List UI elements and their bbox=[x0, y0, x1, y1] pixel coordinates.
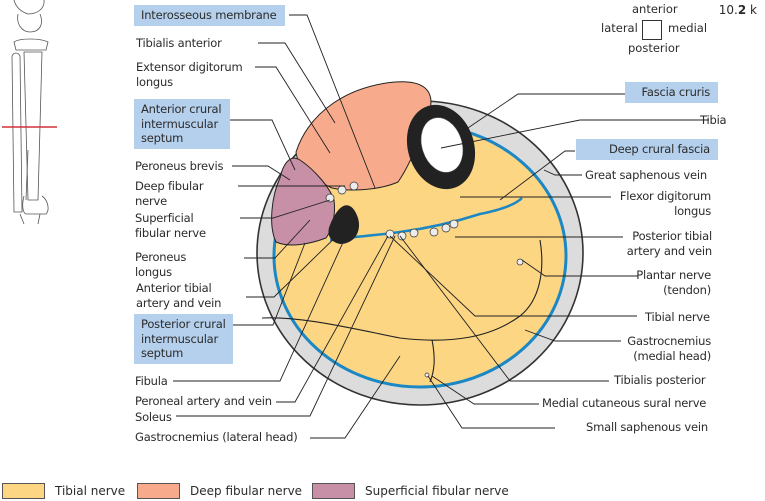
figure-number: 10.2 k bbox=[718, 3, 757, 17]
legend-item-superficial-fibular-nerve: Superficial fibular nerve bbox=[312, 483, 509, 499]
label-gastrocnemius-medial: Gastrocnemius (medial head) bbox=[627, 334, 711, 363]
deep-crural-fascia-shape bbox=[329, 197, 523, 242]
leader-lines bbox=[173, 14, 709, 439]
label-tibia: Tibia bbox=[700, 113, 727, 127]
tibia-marrow bbox=[420, 117, 464, 173]
legend-swatch bbox=[312, 483, 355, 499]
label-tibialis-anterior: Tibialis anterior bbox=[136, 36, 222, 50]
label-plantar-nerve: Plantar nerve (tendon) bbox=[636, 268, 711, 297]
orientation-box bbox=[642, 20, 662, 40]
label-small-saphenous-vein: Small saphenous vein bbox=[586, 420, 708, 434]
orientation-lateral: lateral bbox=[601, 21, 638, 35]
label-peroneus-longus: Peroneus longus bbox=[135, 250, 187, 279]
legend-item-deep-fibular-nerve: Deep fibular nerve bbox=[137, 483, 302, 499]
orientation-posterior: posterior bbox=[628, 41, 680, 55]
label-peroneus-brevis: Peroneus brevis bbox=[135, 159, 224, 173]
label-fascia-cruris: Fascia cruris bbox=[625, 82, 718, 103]
orientation-medial: medial bbox=[668, 21, 708, 35]
label-superficial-fibular-nerve: Superficial fibular nerve bbox=[135, 211, 206, 240]
fibula-shape bbox=[328, 205, 360, 244]
vessels bbox=[325, 181, 524, 378]
legend-swatch bbox=[137, 483, 180, 499]
label-posterior-crural-intermuscular-septum: Posterior crural intermuscular septum bbox=[134, 314, 233, 364]
label-deep-fibular-nerve: Deep fibular nerve bbox=[135, 179, 204, 208]
label-tibial-nerve: Tibial nerve bbox=[645, 310, 710, 324]
label-extensor-digitorum-longus: Extensor digitorum longus bbox=[136, 60, 243, 89]
legend-item-tibial-nerve: Tibial nerve bbox=[2, 483, 125, 499]
legend-label: Deep fibular nerve bbox=[190, 484, 303, 498]
orientation-anterior: anterior bbox=[632, 2, 678, 16]
legend-label: Tibial nerve bbox=[55, 484, 126, 498]
label-anterior-tibial-artery-vein: Anterior tibial artery and vein bbox=[136, 281, 222, 310]
label-anterior-crural-intermuscular-septum: Anterior crural intermuscular septum bbox=[134, 99, 230, 149]
label-deep-crural-fascia: Deep crural fascia bbox=[576, 139, 718, 160]
leg-skeleton-thumbnail bbox=[11, 0, 49, 225]
label-flexor-digitorum-longus: Flexor digitorum longus bbox=[619, 189, 711, 218]
label-peroneal-artery-vein: Peroneal artery and vein bbox=[135, 394, 272, 408]
label-tibialis-posterior: Tibialis posterior bbox=[614, 373, 706, 387]
label-interosseous-membrane: Interosseous membrane bbox=[134, 5, 285, 26]
legend-swatch bbox=[2, 483, 45, 499]
label-gastrocnemius-lateral: Gastrocnemius (lateral head) bbox=[135, 430, 298, 444]
soleus-boundary bbox=[261, 239, 543, 341]
label-great-saphenous-vein: Great saphenous vein bbox=[585, 168, 708, 182]
label-fibula: Fibula bbox=[135, 374, 168, 388]
legend-label: Superficial fibular nerve bbox=[365, 484, 509, 498]
label-soleus: Soleus bbox=[135, 410, 172, 424]
label-posterior-tibial-artery-vein: Posterior tibial artery and vein bbox=[626, 229, 712, 258]
label-medial-cutaneous-sural-nerve: Medial cutaneous sural nerve bbox=[542, 396, 707, 410]
gastrocnemius-divide bbox=[429, 339, 435, 383]
